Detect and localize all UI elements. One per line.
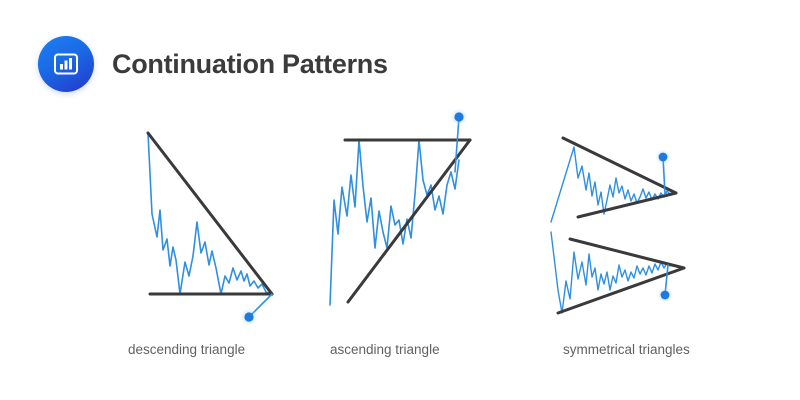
breakout-line-ascending bbox=[454, 116, 460, 173]
breakout-marker-ascending[interactable] bbox=[454, 112, 464, 122]
breakout-marker-descending[interactable] bbox=[244, 312, 254, 322]
caption-ascending-triangle: ascending triangle bbox=[330, 342, 440, 357]
trendline-upper-descending-resistance bbox=[561, 136, 678, 195]
price-line-symmetrical-lower bbox=[550, 231, 671, 314]
price-line-descending bbox=[147, 132, 273, 295]
price-line-ascending bbox=[329, 139, 460, 306]
brand-badge bbox=[38, 36, 94, 92]
page-header: Continuation Patterns bbox=[38, 36, 388, 92]
figure-symmetrical-triangle-lower bbox=[550, 231, 686, 315]
trendline-lower-descending-resistance bbox=[568, 237, 686, 270]
breakout-marker-symmetrical-lower[interactable] bbox=[660, 290, 670, 300]
trendline-ascending-support bbox=[346, 138, 472, 304]
trendline-upper-ascending-support bbox=[576, 191, 678, 219]
page-title: Continuation Patterns bbox=[112, 48, 388, 79]
price-line-symmetrical-upper bbox=[550, 146, 671, 223]
breakout-marker-symmetrical-upper[interactable] bbox=[658, 152, 668, 162]
figure-ascending-triangle bbox=[329, 108, 472, 306]
trendline-lower-ascending-support bbox=[556, 266, 686, 315]
figure-descending-triangle bbox=[146, 131, 274, 326]
figure-symmetrical-triangle-upper bbox=[550, 136, 678, 223]
caption-symmetrical-triangles: symmetrical triangles bbox=[563, 342, 690, 357]
trendline-descending-resistance bbox=[146, 131, 274, 296]
caption-descending-triangle: descending triangle bbox=[128, 342, 246, 357]
bar-chart-icon bbox=[51, 49, 81, 79]
